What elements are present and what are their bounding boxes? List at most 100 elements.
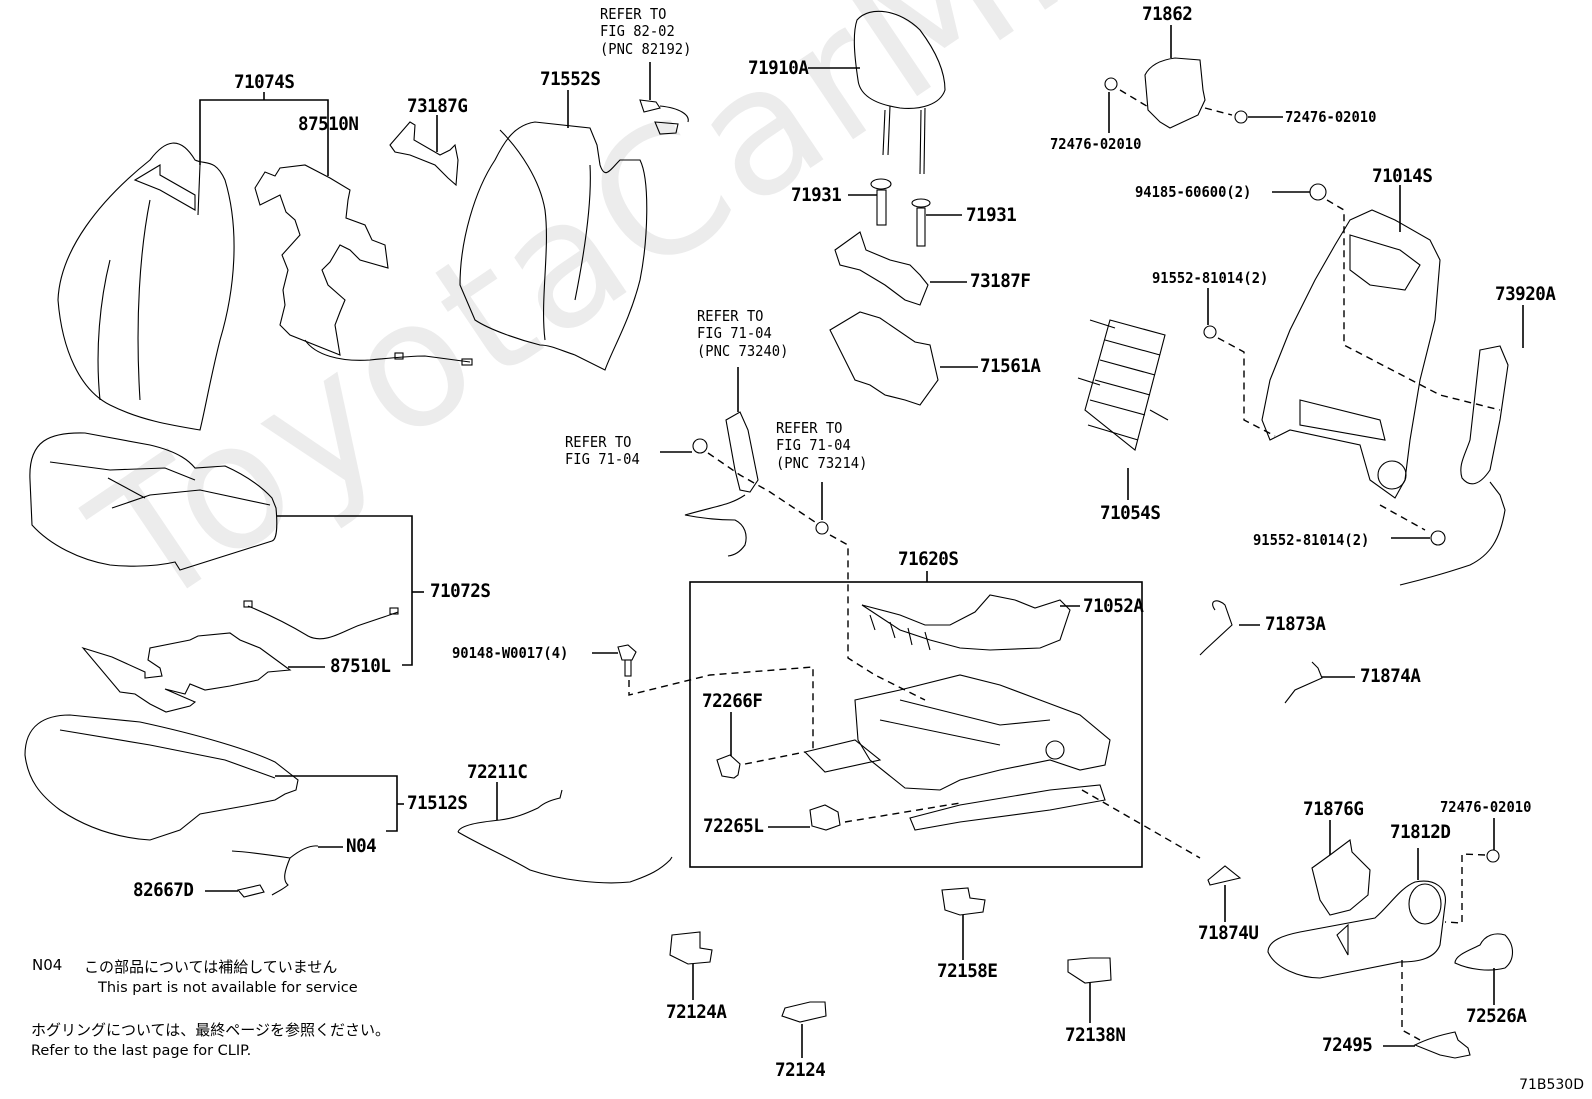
seat-frame-drawing (803, 674, 1111, 831)
label-71931-left[interactable]: 71931 (791, 184, 842, 206)
label-N04[interactable]: N04 (346, 835, 377, 857)
ref-fig-71-04-pnc-73240[interactable]: REFER TO FIG 71-04 (PNC 73240) (697, 307, 789, 360)
label-72495[interactable]: 72495 (1322, 1034, 1373, 1056)
screw-72476-c-drawing (1486, 849, 1500, 863)
ref-line: REFER TO (776, 419, 843, 437)
frame-assembly-box (689, 581, 1143, 868)
label-73187F[interactable]: 73187F (970, 270, 1031, 292)
label-94185-60600[interactable]: 94185-60600(2) (1135, 183, 1252, 201)
heater-mat-upper-drawing (254, 164, 473, 366)
label-71561A[interactable]: 71561A (980, 355, 1041, 377)
label-73920A[interactable]: 73920A (1495, 283, 1556, 305)
label-72211C[interactable]: 72211C (467, 761, 528, 783)
label-71620S[interactable]: 71620S (898, 548, 959, 570)
part-71862-drawing (1144, 57, 1206, 129)
shield-71812D-drawing (1267, 880, 1446, 979)
seatback-pad-drawing (459, 121, 648, 371)
label-71812D[interactable]: 71812D (1390, 821, 1451, 843)
cover-72265L-drawing (809, 804, 841, 831)
harness-71873A-drawing (1199, 600, 1233, 656)
seatbelt-buckle-drawing (684, 411, 829, 557)
note-clip-japanese: ホグリングについては、最終ページを参照ください。 (31, 1021, 390, 1039)
lumbar-switch-drawing (1399, 345, 1509, 586)
label-87510L[interactable]: 87510L (330, 655, 391, 677)
cover-71874U-drawing (1207, 865, 1242, 886)
label-72476-02010-right[interactable]: 72476-02010 (1285, 108, 1377, 126)
seatback-springs-drawing (1077, 319, 1169, 451)
panel-71561A-drawing (829, 311, 939, 406)
label-72526A[interactable]: 72526A (1466, 1005, 1527, 1027)
cover-72266F-drawing (716, 754, 741, 779)
bolt-91552-upper-drawing (1203, 325, 1217, 339)
label-71910A[interactable]: 71910A (748, 57, 809, 79)
label-71072S[interactable]: 71072S (430, 580, 491, 602)
ref-line: FIG 71-04 (776, 436, 851, 455)
label-72124A[interactable]: 72124A (666, 1001, 727, 1023)
part-73187G-drawing (389, 121, 459, 187)
headrest-drawing (853, 10, 946, 175)
label-73187G[interactable]: 73187G (407, 95, 468, 117)
clip-72124-drawing (781, 1001, 827, 1023)
label-72476-02010-left[interactable]: 72476-02010 (1050, 135, 1142, 153)
note-n04-english: This part is not available for service (98, 980, 358, 996)
label-82667D[interactable]: 82667D (133, 879, 194, 901)
label-71874A[interactable]: 71874A (1360, 665, 1421, 687)
clip-72138N-drawing (1067, 957, 1112, 984)
bolt-90148-drawing (617, 644, 637, 677)
ref-line: FIG 71-04 (697, 324, 772, 343)
seatback-frame-drawing (1261, 209, 1441, 499)
label-87510N[interactable]: 87510N (298, 113, 359, 135)
label-72124[interactable]: 72124 (775, 1059, 826, 1081)
figure-code: 71B530D (1519, 1077, 1584, 1093)
cable-72211C-drawing (457, 789, 673, 884)
clip-72158E-drawing (941, 887, 986, 916)
label-71931-right[interactable]: 71931 (966, 204, 1017, 226)
label-71074S[interactable]: 71074S (234, 71, 295, 93)
label-72138N[interactable]: 72138N (1065, 1024, 1126, 1046)
heater-mat-lower-drawing (81, 600, 399, 713)
label-90148-W0017[interactable]: 90148-W0017(4) (452, 644, 569, 662)
ref-line: REFER TO (600, 5, 667, 23)
label-71052A[interactable]: 71052A (1083, 595, 1144, 617)
label-71054S[interactable]: 71054S (1100, 502, 1161, 524)
bolt-91552-lower-drawing (1430, 530, 1446, 546)
label-91552-81014-lower[interactable]: 91552-81014(2) (1253, 531, 1370, 549)
harness-71874A-drawing (1284, 661, 1323, 704)
label-71014S[interactable]: 71014S (1372, 165, 1433, 187)
connector-82192-drawing (639, 99, 689, 135)
label-71874U[interactable]: 71874U (1198, 922, 1259, 944)
ref-fig-71-04[interactable]: REFER TO FIG 71-04 (565, 433, 640, 469)
headrest-guides-drawing (870, 178, 931, 247)
label-71873A[interactable]: 71873A (1265, 613, 1326, 635)
ref-fig-71-04-pnc-73214[interactable]: REFER TO FIG 71-04 (PNC 73214) (776, 419, 868, 472)
label-91552-81014-upper[interactable]: 91552-81014(2) (1152, 269, 1269, 287)
knob-72526A-drawing (1454, 933, 1514, 971)
ref-line: REFER TO (697, 307, 764, 325)
ref-line: (PNC 73240) (697, 341, 789, 360)
cover-72495-drawing (1413, 1031, 1471, 1059)
ref-fig-82-02[interactable]: REFER TO FIG 82-02 (PNC 82192) (600, 5, 692, 58)
ref-line: FIG 82-02 (600, 22, 675, 41)
label-71862[interactable]: 71862 (1142, 3, 1193, 25)
label-71876G[interactable]: 71876G (1303, 798, 1364, 820)
clip-72124A-drawing (669, 931, 713, 965)
ref-line: REFER TO (565, 433, 632, 451)
label-72476-02010-bottom[interactable]: 72476-02010 (1440, 798, 1532, 816)
seat-cushion-drawing (29, 432, 278, 571)
label-71512S[interactable]: 71512S (407, 792, 468, 814)
label-72265L[interactable]: 72265L (703, 815, 764, 837)
note-clip-english: Refer to the last page for CLIP. (31, 1043, 252, 1059)
screws-72476-drawing (1104, 77, 1248, 124)
label-72266F[interactable]: 72266F (702, 690, 763, 712)
label-71552S[interactable]: 71552S (540, 68, 601, 90)
bracket-73187F-drawing (834, 231, 929, 306)
ref-line: (PNC 82192) (600, 39, 692, 58)
cushion-pad-drawing (24, 714, 299, 841)
ref-line: (PNC 73214) (776, 453, 868, 472)
clip-82667D-drawing (236, 884, 265, 898)
note-n04-japanese: この部品については補給していません (84, 958, 338, 976)
label-72158E[interactable]: 72158E (937, 960, 998, 982)
harness-N04-drawing (231, 845, 319, 896)
seatback-cover-drawing (57, 142, 235, 431)
